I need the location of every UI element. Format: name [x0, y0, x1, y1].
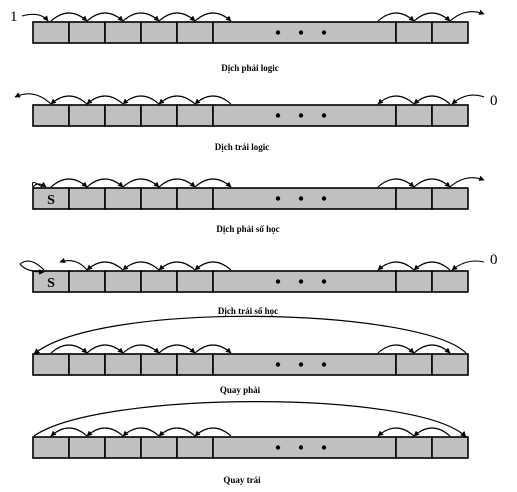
shift-arrows [21, 9, 485, 22]
panel-logical-left-shift: 0 Dịch trái logic [14, 92, 498, 152]
rotate-arrow [33, 315, 467, 355]
rotate-arrow [33, 401, 467, 438]
shift-arrows [31, 175, 485, 189]
panel-arithmetic-right-shift: S Dịch phải số học [31, 175, 485, 234]
panel-arithmetic-left-shift: S 0 Dịch trái số học [19, 252, 498, 316]
panel-caption: Quay phải [220, 385, 261, 395]
shift-arrows [50, 427, 451, 437]
register-row [32, 270, 469, 293]
panel-caption: Dịch phải số học [216, 224, 279, 234]
shift-arrows [14, 92, 485, 105]
input-bit-left: 1 [10, 9, 18, 25]
panel-caption: Dịch phải logic [221, 63, 279, 73]
register-row [32, 21, 469, 44]
panel-rotate-left: Quay trái [32, 401, 469, 485]
shift-arrows [19, 257, 485, 275]
panel-caption: Quay trái [223, 475, 261, 485]
register-row [32, 353, 469, 376]
register-row [32, 187, 469, 210]
panel-caption: Dịch trái số học [218, 306, 278, 316]
panel-rotate-right: Quay phải [32, 315, 469, 395]
sign-bit-label: S [47, 276, 55, 291]
input-bit-right: 0 [490, 252, 498, 268]
shift-arrows [50, 344, 451, 354]
panel-caption: Dịch trái logic [215, 142, 270, 152]
panel-logical-right-shift: 1 Dịch phải logic [10, 9, 485, 73]
input-bit-right: 0 [490, 93, 498, 109]
register-row [32, 436, 469, 459]
sign-bit-label: S [47, 193, 55, 208]
register-row [32, 104, 469, 127]
